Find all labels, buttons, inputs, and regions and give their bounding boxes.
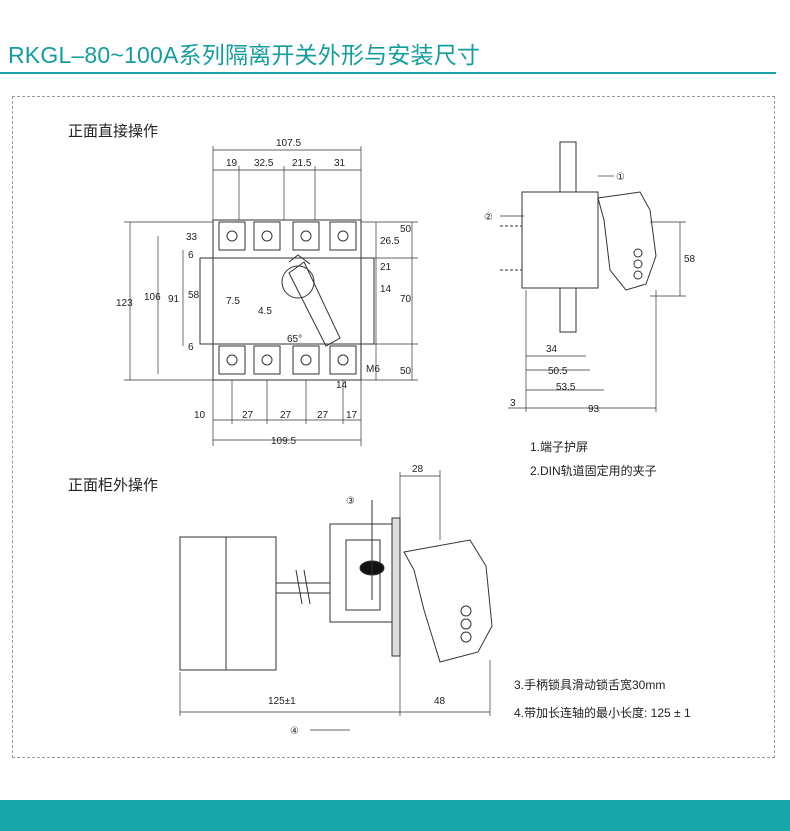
dim-left-6-top: 6: [188, 250, 194, 261]
dim-side-93: 93: [588, 404, 600, 415]
callout-4: ④: [290, 726, 299, 737]
dim-right-50-top: 50: [400, 224, 412, 235]
dim-inner-4-5: 4.5: [258, 306, 272, 317]
dim-bottom-17: 17: [346, 410, 358, 421]
page-title: RKGL–80~100A系列隔离开关外形与安装尺寸: [8, 42, 481, 68]
dim-cabinet-125: 125±1: [268, 696, 296, 707]
dim-side-50-5: 50.5: [548, 366, 568, 377]
bottom-bar: [0, 800, 790, 831]
dim-left-58: 58: [188, 290, 200, 301]
dim-left-123: 123: [116, 298, 133, 309]
dim-cabinet-28: 28: [412, 464, 424, 475]
dim-left-91: 91: [168, 294, 180, 305]
side-view-body: [500, 141, 657, 333]
dim-angle-65: 65°: [287, 334, 302, 345]
dim-side-34: 34: [546, 344, 558, 355]
dim-top-32-5: 32.5: [254, 158, 274, 169]
front-view-body: [199, 219, 375, 381]
callout-3: ③: [346, 496, 355, 507]
dim-bottom-27-b: 27: [280, 410, 292, 421]
dim-inner-14: 14: [336, 380, 348, 391]
section-label-front-cabinet: 正面柜外操作: [68, 477, 159, 494]
callout-1: ①: [616, 172, 625, 183]
dim-bottom-27-a: 27: [242, 410, 254, 421]
dim-side-58: 58: [684, 254, 696, 265]
cabinet-view-body: [179, 500, 493, 671]
dim-top-19: 19: [226, 158, 238, 169]
dim-left-33: 33: [186, 232, 198, 243]
dim-side-3: 3: [510, 398, 516, 409]
dim-inner-7-5: 7.5: [226, 296, 240, 307]
dim-left-6-bottom: 6: [188, 342, 194, 353]
note-2: 2.DIN轨道固定用的夹子: [530, 464, 657, 478]
note-3: 3.手柄锁具滑动锁舌宽30mm: [514, 678, 666, 692]
dim-right-26-5: 26.5: [380, 236, 400, 247]
title-rule: [0, 72, 776, 74]
dim-right-21: 21: [380, 262, 392, 273]
callout-2: ②: [484, 212, 493, 223]
dim-right-50-bottom: 50: [400, 366, 412, 377]
note-4: 4.带加长连轴的最小长度: 125 ± 1: [514, 706, 691, 720]
dim-bottom-10: 10: [194, 410, 206, 421]
dim-total-bottom: 109.5: [271, 436, 296, 447]
dim-total-top: 107.5: [276, 138, 301, 149]
dim-left-106: 106: [144, 292, 161, 303]
dim-right-70: 70: [400, 294, 412, 305]
note-1: 1.端子护屏: [530, 440, 589, 454]
dim-bottom-27-c: 27: [317, 410, 329, 421]
section-label-front-direct: 正面直接操作: [68, 123, 159, 140]
label-m6: M6: [366, 364, 380, 375]
drawing-frame: [12, 96, 775, 758]
dim-cabinet-48: 48: [434, 696, 446, 707]
dim-top-21-5: 21.5: [292, 158, 312, 169]
dim-top-31: 31: [334, 158, 346, 169]
dim-side-53-5: 53.5: [556, 382, 576, 393]
dim-right-14: 14: [380, 284, 392, 295]
